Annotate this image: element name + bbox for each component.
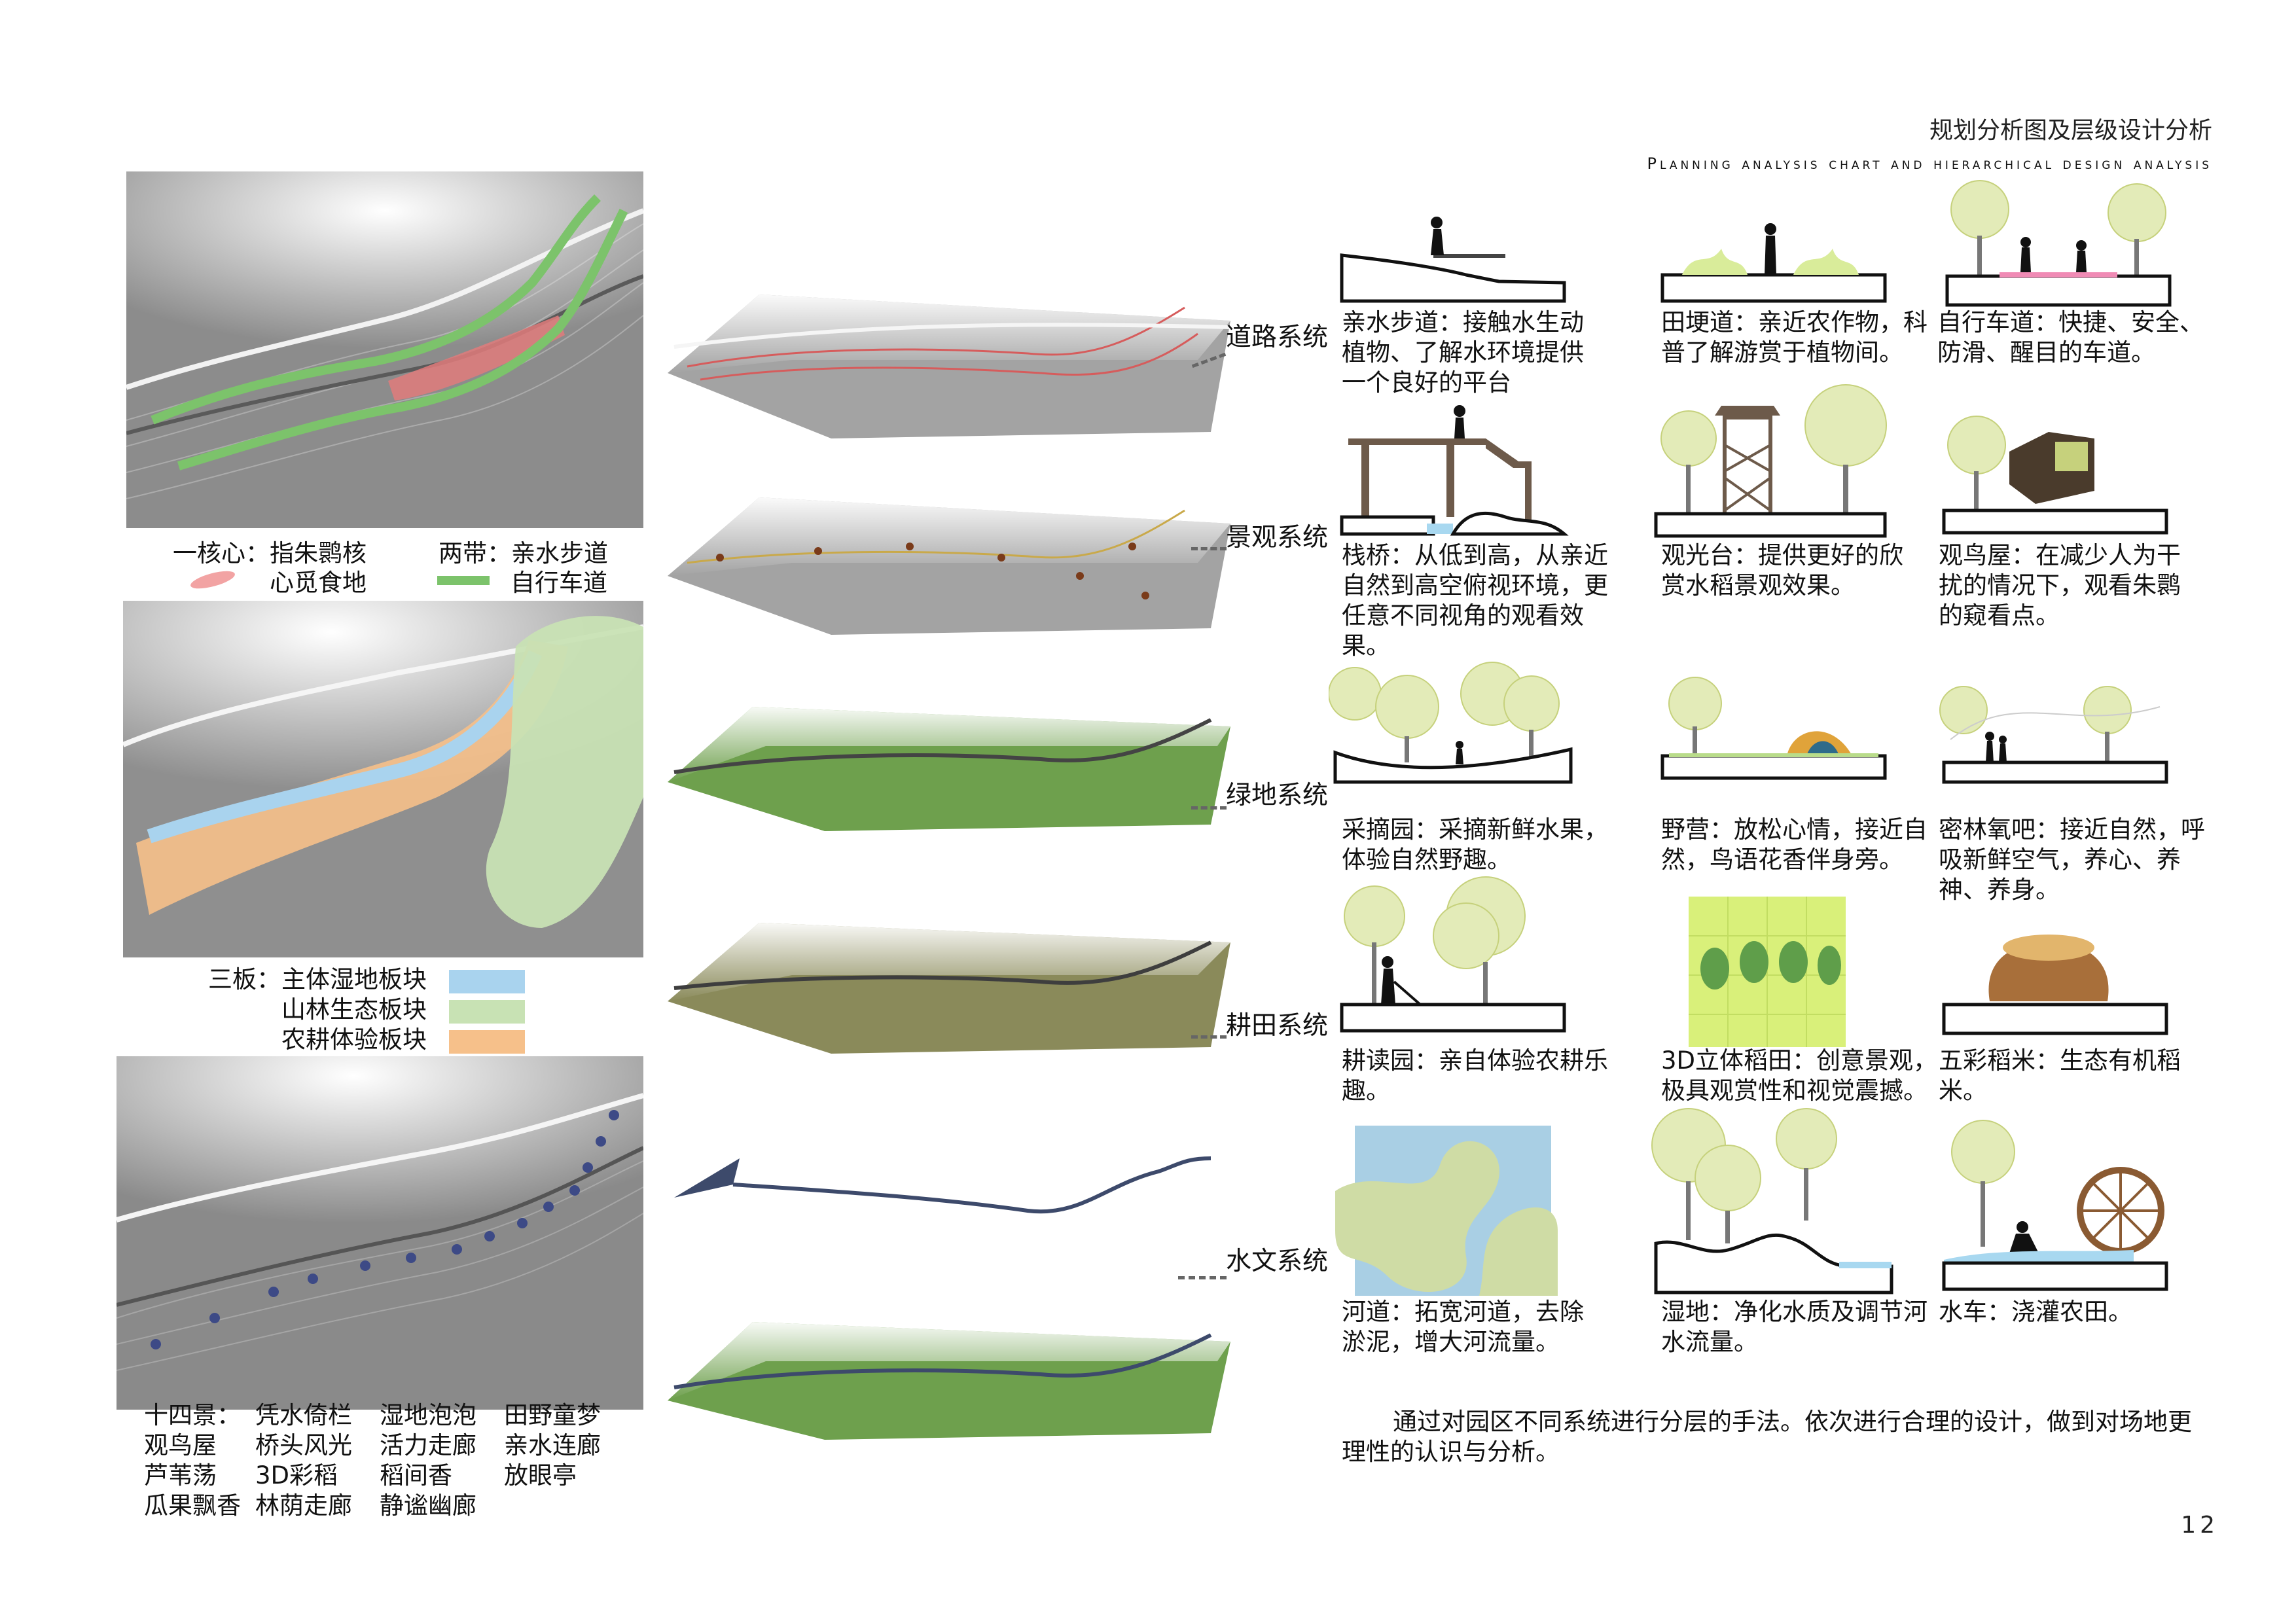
page-title-cn: 规划分析图及层级设计分析 <box>1929 117 2212 144</box>
desc-trestle-bridge: 栈桥：从低到高，从亲近自然到高空俯视环境，更任意不同视角的观看效果。 <box>1342 541 1608 660</box>
wetland-illustration <box>1643 1106 1905 1302</box>
fourteen-scenes-map <box>115 1056 645 1410</box>
desc-bike-lane: 自行车道：快捷、安全、防滑、醒目的车道。 <box>1937 308 2204 366</box>
scene-item: 林荫走廊 <box>255 1491 352 1520</box>
river-channel-illustration <box>1335 1126 1558 1302</box>
scenes-legend: 十四景： 凭水倚栏 湿地泡泡 田野童梦 观鸟屋 桥头风光 活力走廊 亲水连廊 芦… <box>144 1400 641 1521</box>
layer-label-green: 绿地系统 <box>1226 781 1329 810</box>
scene-item <box>504 1491 628 1521</box>
scene-item: 芦苇荡 <box>144 1461 217 1489</box>
forest-oxygen-illustration <box>1937 681 2173 785</box>
desc-farming-garden: 耕读园：亲自体验农耕乐趣。 <box>1342 1046 1608 1105</box>
core-legend-line2: 心觅食地 <box>270 569 367 597</box>
scene-item: 凭水倚栏 <box>255 1401 352 1429</box>
camping-illustration <box>1656 674 1892 785</box>
bike-lane-illustration <box>1941 177 2176 314</box>
layer-label-farm: 耕田系统 <box>1226 1011 1329 1041</box>
layer-stack <box>661 249 1237 1440</box>
scene-item: 观鸟屋 <box>144 1431 217 1459</box>
viewing-platform-illustration <box>1649 380 1898 543</box>
layer-pointer-farm <box>1191 1035 1227 1039</box>
scene-item: 瓜果飘香 <box>144 1491 241 1520</box>
farm-swatch <box>449 1030 525 1054</box>
core-belt-map <box>125 171 645 528</box>
bird-hut-illustration <box>1937 412 2173 543</box>
desc-camping: 野营：放松心情，接近自然，鸟语花香伴身旁。 <box>1661 815 1928 874</box>
scene-item: 桥头风光 <box>255 1431 352 1459</box>
layer-pointer-water <box>1178 1276 1227 1279</box>
scene-item: 十四景： <box>144 1401 241 1429</box>
belt-legend-title: 两带：亲水步道 <box>439 539 608 567</box>
desc-wetland: 湿地：净化水质及调节河水流量。 <box>1661 1298 1928 1356</box>
core-legend-swatch <box>188 567 237 592</box>
three-zones-map <box>122 601 644 957</box>
waterwheel-illustration <box>1937 1113 2173 1296</box>
scene-item: 放眼亭 <box>504 1461 577 1489</box>
page-number: 12 <box>2181 1512 2219 1539</box>
desc-colorful-rice: 五彩稻米：生态有机稻米。 <box>1939 1046 2181 1105</box>
colorful-rice-illustration <box>1937 916 2173 1041</box>
belt-legend-swatch <box>437 576 490 585</box>
orchard-illustration <box>1329 654 1577 785</box>
scene-item: 活力走廊 <box>380 1431 476 1459</box>
belt-legend-line2: 自行车道 <box>511 569 607 597</box>
layer-pointer-scene <box>1191 547 1227 550</box>
desc-river-channel: 河道：拓宽河道，去除淤泥，增大河流量。 <box>1342 1298 1584 1356</box>
desc-field-path: 田埂道：亲近农作物，科普了解游赏于植物间。 <box>1661 308 1928 366</box>
zones-legend-farm: 农耕体验板块 <box>281 1026 427 1054</box>
page-title-en: Planning analysis chart and hierarchical… <box>1647 154 2212 173</box>
desc-waterfront-path: 亲水步道：接触水生动植物、了解水环境提供一个良好的平台 <box>1342 308 1584 397</box>
forest-swatch <box>449 1000 525 1024</box>
scene-item: 稻间香 <box>380 1461 452 1489</box>
scene-item: 亲水连廊 <box>504 1431 601 1459</box>
desc-orchard: 采摘园：采摘新鲜水果，体验自然野趣。 <box>1342 815 1608 874</box>
desc-waterwheel: 水车：浇灌农田。 <box>1939 1298 2132 1326</box>
trestle-bridge-illustration <box>1335 399 1571 543</box>
3d-rice-field-illustration <box>1689 897 1846 1047</box>
layer-label-road: 道路系统 <box>1226 323 1329 352</box>
desc-bird-hut: 观鸟屋：在减少人为干扰的情况下，观看朱鹮的窥看点。 <box>1939 541 2181 630</box>
layer-label-scene: 景观系统 <box>1226 523 1329 552</box>
scene-item: 田野童梦 <box>504 1401 601 1429</box>
waterfront-path-illustration <box>1335 209 1571 314</box>
scene-item: 湿地泡泡 <box>380 1401 476 1429</box>
wetland-swatch <box>449 970 525 993</box>
scene-item: 3D彩稻 <box>255 1461 338 1489</box>
layer-pointer-green <box>1191 806 1227 810</box>
scene-item: 静谧幽廊 <box>380 1491 476 1520</box>
farming-garden-illustration <box>1335 864 1571 1041</box>
core-legend-title: 一核心：指朱鹮核 <box>173 539 367 567</box>
zones-legend-title: 三板： <box>208 965 281 993</box>
summary-paragraph: 通过对园区不同系统进行分层的手法。依次进行合理的设计，做到对场地更理性的认识与分… <box>1342 1408 2192 1466</box>
zones-legend-wetland: 主体湿地板块 <box>281 965 427 993</box>
field-path-illustration <box>1656 209 1892 314</box>
desc-3d-rice-field: 3D立体稻田：创意景观，极具观赏性和视觉震撼。 <box>1661 1046 1938 1105</box>
desc-viewing-platform: 观光台：提供更好的欣赏水稻景观效果。 <box>1661 541 1903 599</box>
layer-label-water: 水文系统 <box>1226 1247 1329 1276</box>
desc-forest-oxygen: 密林氧吧：接近自然，呼吸新鲜空气，养心、养神、养身。 <box>1939 815 2205 904</box>
zones-legend-forest: 山林生态板块 <box>281 995 427 1024</box>
